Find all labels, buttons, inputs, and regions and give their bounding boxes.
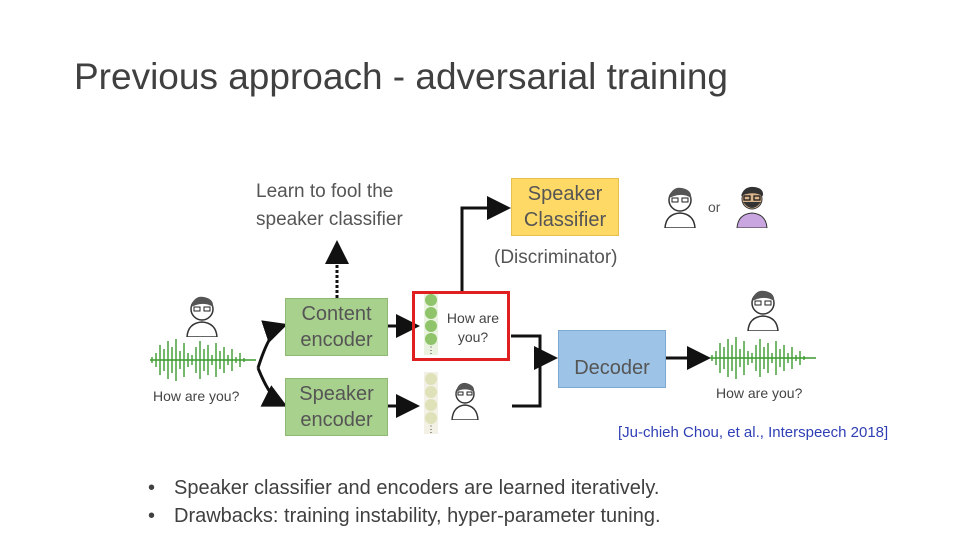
fool-annotation: Learn to fool the speaker classifier (256, 181, 403, 230)
bullet-item: Speaker classifier and encoders are lear… (148, 474, 661, 502)
decoder-box: Decoder (558, 330, 666, 388)
or-label: or (708, 199, 721, 215)
speaker-embedding-avatar (451, 382, 479, 420)
input-speaker-avatar (186, 296, 218, 337)
arrow-content-to-decoder (511, 334, 558, 370)
content-encoder-box: Content encoder (285, 298, 388, 356)
arrow-speaker-to-decoder (512, 362, 542, 408)
content-text-label: How are you? (446, 310, 500, 345)
input-waveform (150, 339, 256, 381)
slide-title: Previous approach - adversarial training (74, 56, 729, 97)
speaker-encoder-box: Speaker encoder (285, 378, 388, 436)
bullet-item: Drawbacks: training instability, hyper-p… (148, 502, 661, 530)
content-highlight-box (412, 291, 510, 361)
output-caption: How are you? (716, 385, 803, 401)
speaker-latent-vector: ⋮ (424, 372, 438, 434)
discriminator-label: (Discriminator) (494, 247, 618, 268)
speaker-b-avatar (736, 186, 768, 228)
bullet-list: Speaker classifier and encoders are lear… (148, 474, 661, 530)
output-waveform (710, 337, 816, 379)
arrow-input-to-content (256, 320, 288, 369)
input-caption: How are you? (153, 388, 240, 404)
output-speaker-avatar (747, 290, 779, 331)
speaker-classifier-box: Speaker Classifier (511, 178, 619, 236)
speaker-a-avatar-top (664, 187, 696, 228)
arrow-to-classifier (460, 196, 511, 292)
arrow-input-to-speaker (256, 367, 288, 407)
citation: [Ju-chieh Chou, et al., Interspeech 2018… (618, 424, 889, 441)
content-latent-vector: ⋮ (424, 293, 438, 355)
